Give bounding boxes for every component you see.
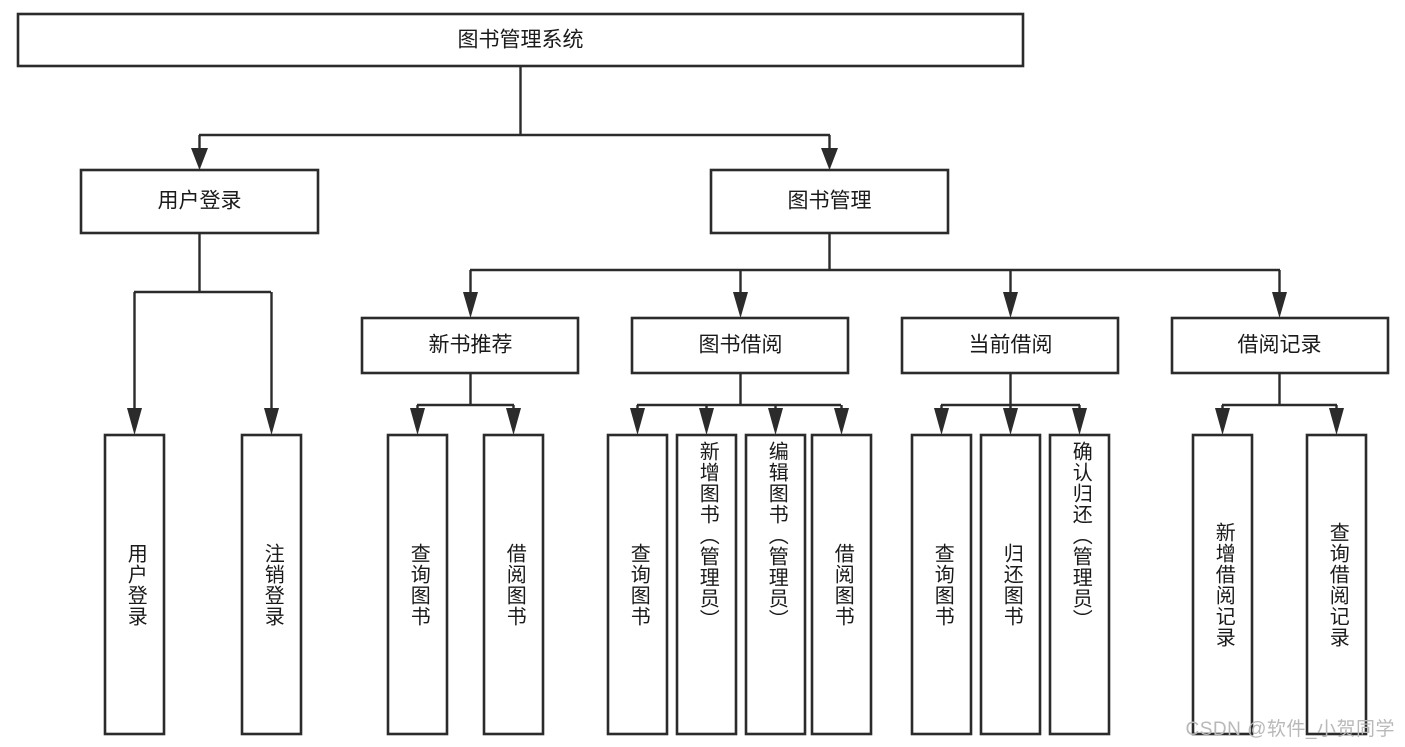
leaf-box-book-borrow-0[interactable]	[606, 433, 669, 736]
node-box-book-borrow[interactable]	[630, 316, 850, 375]
leaf-label-wrap-new-book-1: 借阅图书	[484, 435, 543, 734]
node-label-borrow-records: 借阅记录	[1238, 334, 1322, 357]
leaf-box-current-borrow-0[interactable]	[910, 433, 973, 736]
leaf-label-book-borrow-1: 新增图书（管理员）	[696, 441, 719, 630]
node-box-borrow-records[interactable]	[1170, 316, 1390, 375]
arrowhead-book-mgmt	[821, 148, 838, 170]
leaf-label-wrap-borrow-records-0: 新增借阅记录	[1193, 435, 1252, 734]
leaf-box-book-borrow-2[interactable]	[744, 433, 807, 736]
leaf-box-user-login-1[interactable]	[240, 433, 303, 736]
arrowhead-leaf-book-borrow-3	[768, 408, 783, 435]
leaf-label-current-borrow-0: 查询图书	[931, 542, 954, 627]
leaf-label-wrap-book-borrow-1: 新增图书（管理员）	[677, 435, 736, 734]
leaf-label-wrap-borrow-records-1: 查询借阅记录	[1307, 435, 1366, 734]
leaf-label-wrap-book-borrow-0: 查询图书	[608, 435, 667, 734]
arrowhead-leaf-user-login-2	[264, 408, 279, 435]
leaf-label-book-borrow-2: 编辑图书（管理员）	[765, 441, 788, 630]
leaf-label-current-borrow-2: 确认归还（管理员）	[1069, 441, 1092, 630]
node-box-root[interactable]	[16, 12, 1025, 68]
arrowhead-leaf-book-borrow-4	[834, 408, 849, 435]
leaf-label-borrow-records-1: 查询借阅记录	[1326, 521, 1349, 648]
node-label-book-borrow: 图书借阅	[699, 334, 783, 357]
leaf-box-current-borrow-2[interactable]	[1048, 433, 1111, 736]
leaf-label-wrap-current-borrow-2: 确认归还（管理员）	[1050, 435, 1109, 734]
leaf-label-wrap-new-book-0: 查询图书	[388, 435, 447, 734]
arrowhead-leaf-borrow-records-2	[1329, 408, 1344, 435]
node-label-new-book-recommend: 新书推荐	[429, 334, 513, 357]
leaf-box-book-borrow-3[interactable]	[810, 433, 873, 736]
node-box-user-login[interactable]	[79, 168, 320, 235]
leaf-box-new-book-0[interactable]	[386, 433, 449, 736]
leaf-box-borrow-records-0[interactable]	[1191, 433, 1254, 736]
arrowhead-current-borrow	[1003, 292, 1018, 318]
node-label-root: 图书管理系统	[458, 29, 584, 52]
leaf-label-wrap-user-login-0: 用户登录	[105, 435, 164, 734]
leaf-label-new-book-0: 查询图书	[407, 542, 430, 627]
leaf-label-wrap-current-borrow-0: 查询图书	[912, 435, 971, 734]
node-box-current-borrow[interactable]	[900, 316, 1120, 375]
arrowhead-borrow-records	[1272, 292, 1287, 318]
csdn-watermark: CSDN @软件_小贺同学	[1185, 719, 1395, 740]
leaf-box-current-borrow-1[interactable]	[979, 433, 1042, 736]
arrowhead-leaf-user-login-1	[127, 408, 142, 435]
arrowhead-leaf-new-book-1	[410, 408, 425, 435]
arrowhead-leaf-current-borrow-3	[1072, 408, 1087, 435]
leaf-label-book-borrow-0: 查询图书	[627, 542, 650, 627]
arrowhead-book-borrow	[733, 292, 748, 318]
leaf-label-user-login-0: 用户登录	[124, 542, 147, 627]
arrowhead-leaf-borrow-records-1	[1215, 408, 1230, 435]
leaf-box-user-login-0[interactable]	[103, 433, 166, 736]
node-label-current-borrow: 当前借阅	[969, 334, 1053, 357]
arrowhead-leaf-current-borrow-1	[934, 408, 949, 435]
leaf-box-borrow-records-1[interactable]	[1305, 433, 1368, 736]
leaf-label-user-login-1: 注销登录	[261, 542, 284, 627]
leaf-box-new-book-1[interactable]	[482, 433, 545, 736]
arrowhead-new-book	[463, 292, 478, 318]
leaf-label-wrap-current-borrow-1: 归还图书	[981, 435, 1040, 734]
leaf-label-new-book-1: 借阅图书	[503, 542, 526, 627]
leaf-label-wrap-book-borrow-3: 借阅图书	[812, 435, 871, 734]
leaf-box-book-borrow-1[interactable]	[675, 433, 738, 736]
node-label-book-management: 图书管理	[788, 190, 872, 213]
leaf-label-current-borrow-1: 归还图书	[1000, 542, 1023, 627]
arrowhead-leaf-book-borrow-2	[699, 408, 714, 435]
node-labels: 图书管理系统 用户登录 图书管理 新书推荐 图书借阅 当前借阅 借阅记录	[158, 29, 1322, 357]
node-box-new-book-recommend[interactable]	[360, 316, 580, 375]
arrowhead-leaf-current-borrow-2	[1003, 408, 1018, 435]
leaf-label-wrap-user-login-1: 注销登录	[242, 435, 301, 734]
node-boxes	[16, 12, 1390, 736]
node-box-book-management[interactable]	[709, 168, 950, 235]
leaf-label-book-borrow-3: 借阅图书	[831, 542, 854, 627]
arrowhead-leaf-book-borrow-1	[630, 408, 645, 435]
leaf-label-wrap-book-borrow-2: 编辑图书（管理员）	[746, 435, 805, 734]
arrowhead-user-login	[191, 148, 208, 170]
leaf-label-borrow-records-0: 新增借阅记录	[1212, 521, 1235, 648]
arrowhead-leaf-new-book-2	[506, 408, 521, 435]
node-label-user-login: 用户登录	[158, 190, 242, 213]
connectors	[127, 66, 1344, 435]
